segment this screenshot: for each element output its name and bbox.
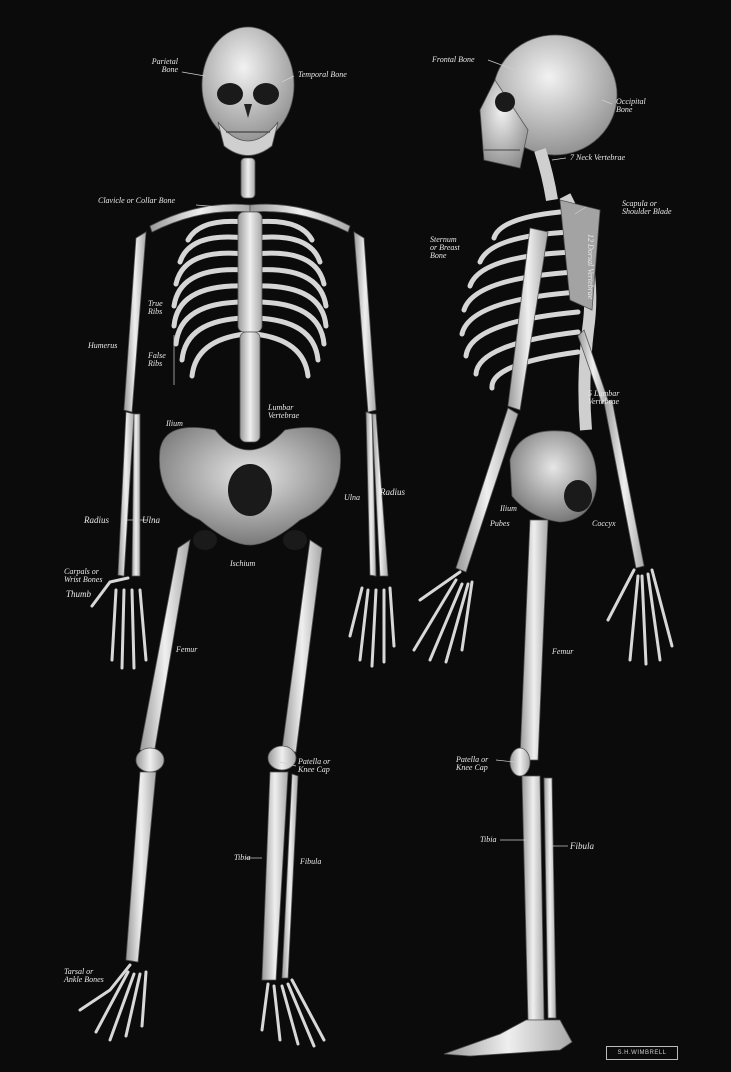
label-false-ribs: False Ribs [148, 352, 166, 368]
side-skeleton [414, 35, 672, 1056]
front-foot-left [262, 980, 324, 1046]
label-occipital-bone: Occipital Bone [616, 98, 646, 114]
front-patella-left [268, 746, 296, 770]
label-radius-left: Radius [380, 488, 405, 496]
side-femur [520, 520, 548, 760]
label-patella-side: Patella or Knee Cap [456, 756, 488, 772]
front-tibia-right [126, 772, 156, 962]
front-humerus-left [354, 232, 376, 412]
side-hand-back [608, 570, 672, 664]
front-patella-right [136, 748, 164, 772]
side-neck-vertebrae [540, 150, 552, 200]
front-hand-right [92, 578, 146, 668]
label-lumbar-vertebrae-front: Lumbar Vertebrae [268, 404, 299, 420]
front-radius-right [132, 414, 140, 576]
front-humerus-right [124, 232, 146, 412]
front-femur-left [282, 540, 322, 752]
side-forearm-back [604, 400, 644, 568]
label-patella-front: Patella or Knee Cap [298, 758, 330, 774]
label-ulna-left: Ulna [344, 494, 360, 502]
label-coccyx: Coccyx [592, 520, 616, 528]
label-thumb: Thumb [66, 590, 91, 598]
label-tibia-front: Tibia [234, 854, 250, 862]
side-skull [480, 35, 617, 168]
side-humerus-front [508, 228, 548, 410]
side-hand-front [414, 572, 472, 662]
front-lumbar-spine [240, 332, 260, 442]
label-parietal-bone: Parietal Bone [130, 58, 178, 74]
label-true-ribs: True Ribs [148, 300, 163, 316]
side-foot [444, 1020, 572, 1056]
front-hand-left [350, 588, 394, 666]
label-temporal-bone: Temporal Bone [298, 71, 347, 79]
label-femur-side: Femur [552, 648, 573, 656]
label-dorsal-vertebrae: 12 Dorsal Vertebrae [586, 234, 594, 299]
label-clavicle: Clavicle or Collar Bone [98, 197, 175, 205]
front-skull [202, 27, 294, 156]
label-tarsal: Tarsal or Ankle Bones [64, 968, 104, 984]
label-frontal-bone: Frontal Bone [432, 56, 475, 64]
label-ilium-side: Ilium [500, 505, 517, 513]
label-femur-front: Femur [176, 646, 197, 654]
front-skeleton [80, 27, 394, 1046]
label-carpals: Carpals or Wrist Bones [64, 568, 102, 584]
label-neck-vertebrae: 7 Neck Vertebrae [570, 154, 625, 162]
front-ulna-right [118, 412, 134, 576]
label-ilium-front: Ilium [166, 420, 183, 428]
label-radius-right: Radius [84, 516, 109, 524]
side-forearm-front [456, 408, 518, 572]
side-fibula [544, 778, 556, 1018]
artist-signature: S.H.WIMBRELL [606, 1046, 678, 1060]
label-lumbar-vertebrae-side: 5 Lumbar Vertebrae [588, 390, 619, 406]
label-humerus: Humerus [88, 342, 117, 350]
label-ulna-right: Ulna [142, 516, 160, 524]
label-pubes: Pubes [490, 520, 510, 528]
front-sternum [238, 212, 262, 332]
label-sternum: Sternum or Breast Bone [430, 236, 460, 260]
label-fibula-front: Fibula [300, 858, 321, 866]
label-scapula: Scapula or Shoulder Blade [622, 200, 672, 216]
label-ischium: Ischium [230, 560, 255, 568]
side-tibia [522, 776, 544, 1020]
front-neck-vertebrae [241, 158, 255, 198]
label-tibia-side: Tibia [480, 836, 496, 844]
label-fibula-side: Fibula [570, 842, 594, 850]
